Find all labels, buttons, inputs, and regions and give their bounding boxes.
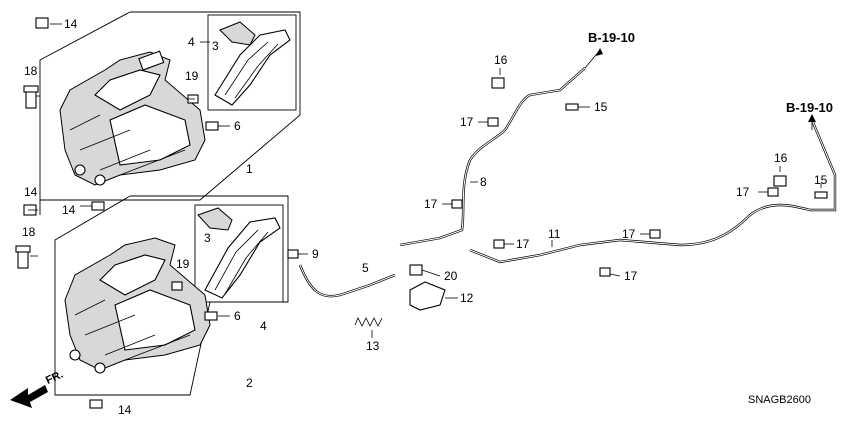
lower-clip-14b [89, 399, 103, 409]
equalizer-12 [409, 281, 446, 311]
spring-13 [354, 317, 383, 327]
upper-nut-6 [205, 121, 219, 131]
ref-arrow-right [808, 114, 816, 130]
lower-lever-group-outline [54, 195, 289, 396]
callout-4-upper: 4 [188, 35, 195, 49]
callout-16-right: 16 [774, 151, 788, 165]
callout-18-lower: 18 [22, 225, 36, 239]
callout-19-upper: 19 [185, 69, 199, 83]
callout-12: 12 [460, 291, 474, 305]
clip-15-upper [565, 103, 579, 111]
upper-clip-14b [91, 201, 105, 211]
bolt-17-b [451, 199, 463, 209]
callout-19-lower: 19 [176, 257, 190, 271]
callout-16-upper: 16 [494, 53, 508, 67]
bracket-20 [409, 264, 423, 276]
front-cable-5 [298, 264, 396, 298]
bolt-17-f [767, 187, 779, 197]
callout-17-f: 17 [736, 185, 750, 199]
callout-14-left: 14 [24, 185, 38, 199]
rear-cable-11 [469, 119, 837, 264]
callout-15-upper: 15 [594, 100, 608, 114]
lower-lever-bracket [64, 237, 211, 374]
callout-17-b: 17 [424, 197, 438, 211]
callout-9: 9 [312, 247, 319, 261]
bolt-17-a [487, 117, 499, 127]
bolt-16-right [773, 175, 787, 187]
callout-17-e: 17 [624, 269, 638, 283]
ref-arrow-top [584, 48, 603, 69]
callout-17-d: 17 [622, 227, 636, 241]
leader-lines [28, 23, 822, 338]
bolt-17-e [599, 267, 611, 277]
upper-lever-bracket [59, 50, 206, 186]
callout-8: 8 [480, 175, 487, 189]
lower-nut-6 [204, 311, 218, 321]
bolt-16-upper [491, 77, 505, 89]
diagram-code: SNAGB2600 [748, 394, 811, 406]
callout-17-c: 17 [516, 237, 530, 251]
callout-11: 11 [548, 227, 561, 241]
lower-grip-part [197, 207, 281, 299]
front-direction-arrow [10, 385, 48, 408]
callout-17-a: 17 [460, 115, 474, 129]
lower-bolt-19 [171, 281, 183, 291]
callout-15-right: 15 [814, 173, 828, 187]
callout-14-lower: 14 [118, 403, 132, 417]
callout-3-lower: 3 [204, 231, 211, 245]
callout-6-lower: 6 [234, 309, 241, 323]
callout-6-upper: 6 [234, 119, 241, 133]
upper-lever-group-outline [39, 11, 301, 215]
upper-grip-part [214, 21, 291, 106]
callout-5: 5 [362, 261, 369, 275]
callout-4-lower: 4 [260, 319, 267, 333]
callout-3-upper: 3 [212, 39, 219, 53]
upper-bolt-18 [23, 85, 39, 109]
callout-14-upper: 14 [64, 17, 78, 31]
callout-13: 13 [366, 339, 380, 353]
upper-grip-inset-box [207, 14, 297, 111]
reference-b-19-10-top-label: B-19-10 [588, 30, 635, 45]
reference-b-19-10-right-label: B-19-10 [786, 100, 833, 115]
callout-2: 2 [246, 376, 253, 390]
lower-grip-inset-box [194, 204, 284, 303]
rear-cable-8 [399, 67, 586, 247]
clip-15-right [814, 191, 828, 199]
callout-14-mid: 14 [62, 203, 76, 217]
upper-clip-14 [35, 17, 49, 29]
callout-18-upper: 18 [24, 64, 38, 78]
bolt-17-d [649, 229, 661, 239]
bolt-9 [287, 249, 299, 259]
callout-1: 1 [246, 162, 253, 176]
bolt-17-c [493, 239, 505, 249]
lower-bolt-18 [15, 245, 31, 269]
callout-20: 20 [444, 269, 458, 283]
